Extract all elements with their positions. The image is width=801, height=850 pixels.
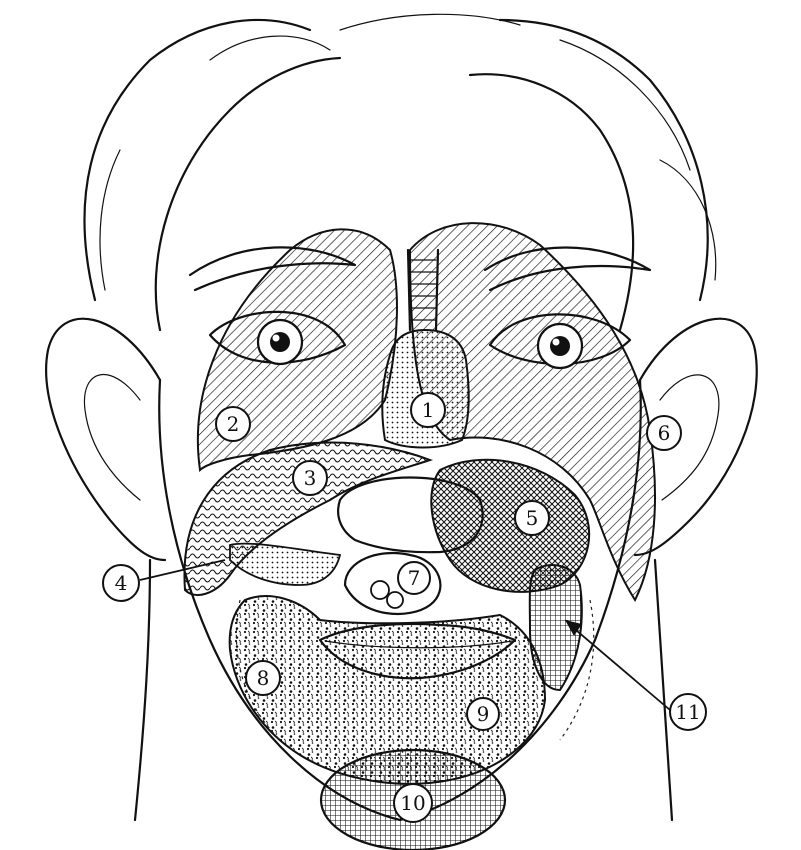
label-11: 11 <box>670 694 706 730</box>
label-7: 7 <box>398 562 430 594</box>
svg-text:11: 11 <box>675 700 700 724</box>
hair-outline <box>84 14 715 330</box>
label-9: 9 <box>467 698 499 730</box>
svg-text:9: 9 <box>477 702 490 726</box>
label-1: 1 <box>411 393 445 427</box>
label-10: 10 <box>394 784 432 822</box>
left-ear <box>46 319 165 560</box>
svg-text:3: 3 <box>304 466 317 490</box>
leader-line-11 <box>570 625 670 710</box>
svg-text:5: 5 <box>526 506 539 530</box>
label-4: 4 <box>103 565 139 601</box>
svg-text:8: 8 <box>257 666 270 690</box>
svg-text:2: 2 <box>227 412 240 436</box>
svg-text:1: 1 <box>422 398 435 422</box>
label-5: 5 <box>515 501 549 535</box>
label-3: 3 <box>293 461 327 495</box>
region-1-dotted-area <box>382 330 468 448</box>
label-8: 8 <box>246 661 280 695</box>
svg-text:7: 7 <box>408 566 421 590</box>
svg-text:6: 6 <box>658 421 671 445</box>
region-4-strip <box>230 544 340 585</box>
label-2: 2 <box>216 407 250 441</box>
svg-text:4: 4 <box>115 571 128 595</box>
label-6: 6 <box>647 416 681 450</box>
svg-text:10: 10 <box>400 791 425 815</box>
